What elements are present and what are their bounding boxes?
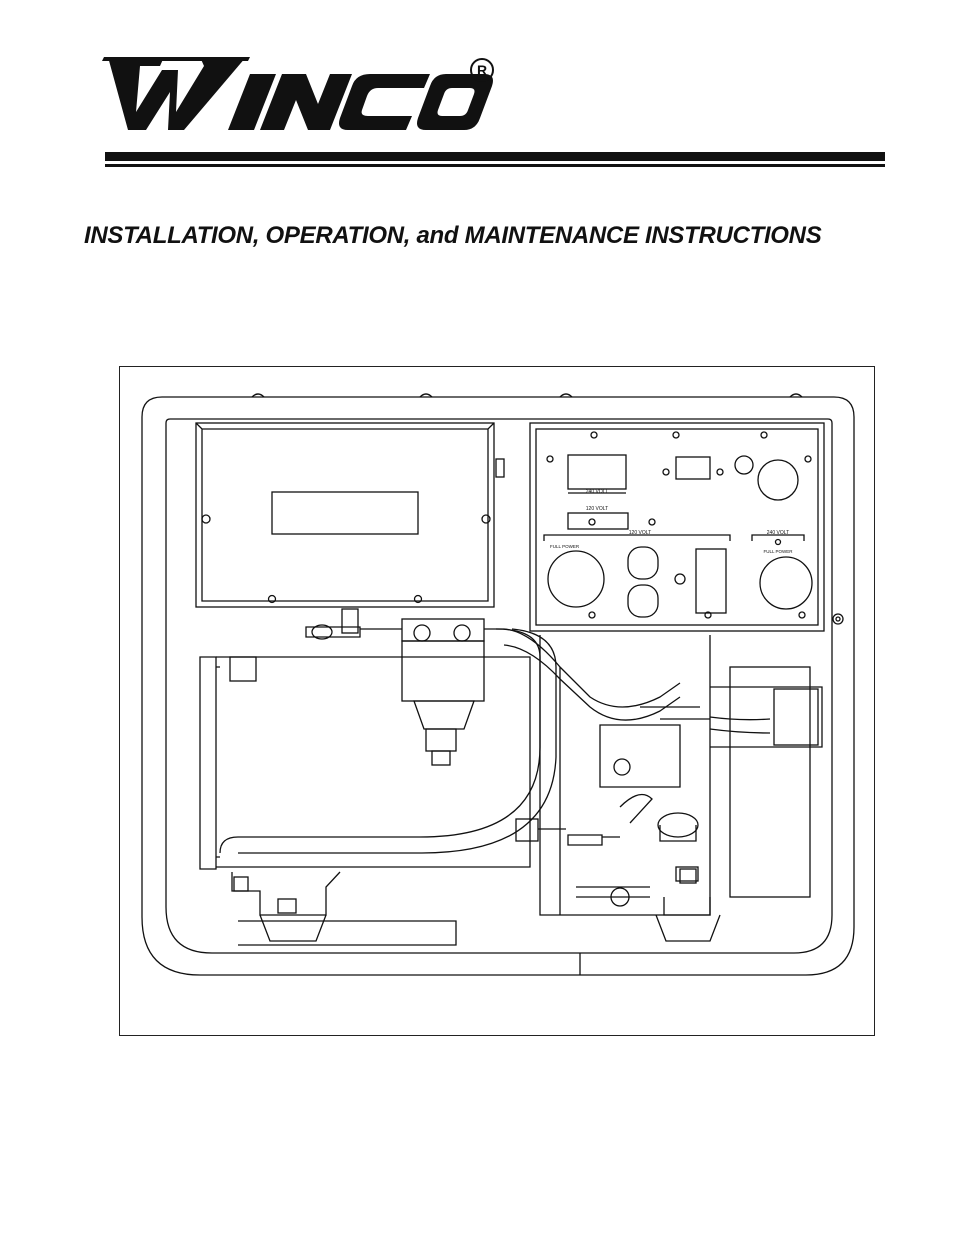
frame-tube-outer (141, 396, 855, 976)
document-title: INSTALLATION, OPERATION, and MAINTENANCE… (84, 222, 822, 249)
svg-text:240 VOLT: 240 VOLT (586, 489, 608, 495)
fuel-filter-assembly (305, 608, 504, 766)
full-power-outlet-120v (547, 550, 605, 608)
header-rule-thin (105, 164, 885, 167)
winco-logo: R (102, 57, 494, 130)
control-panel: 240 VOLT 120 VOLT 120 VOLT 240 VOLT FULL… (529, 422, 825, 632)
duplex-outlet-upper (627, 546, 659, 580)
control-box-label-plate (271, 491, 419, 535)
hour-meter (675, 456, 711, 480)
base-mounts (231, 866, 721, 946)
svg-text:FULL POWER: FULL POWER (763, 549, 793, 554)
generator-drawing: 240 VOLT 120 VOLT 120 VOLT 240 VOLT FULL… (141, 393, 855, 976)
svg-text:FULL POWER: FULL POWER (550, 544, 580, 549)
fuel-hose (219, 628, 541, 854)
svg-text:120 VOLT: 120 VOLT (586, 506, 608, 512)
meter-120v (567, 512, 629, 530)
meter-240v (567, 454, 627, 490)
control-box (195, 422, 495, 608)
svg-text:120 VOLT: 120 VOLT (629, 530, 651, 536)
frame-tube-inner (165, 418, 833, 954)
svg-text:R: R (477, 62, 487, 78)
svg-text:240 VOLT: 240 VOLT (767, 530, 789, 536)
battery-charge-outlet (757, 459, 799, 501)
header-rule-thick (105, 152, 885, 161)
registered-mark: R (470, 58, 494, 82)
engine-block (539, 635, 823, 916)
circuit-breaker-switch (695, 548, 727, 614)
breaker-knob (734, 455, 754, 475)
full-power-outlet-240v (759, 556, 813, 610)
winco-logo-wordmark (102, 57, 493, 130)
generator-illustration: 240 VOLT 120 VOLT 120 VOLT 240 VOLT FULL… (119, 366, 875, 1036)
fuel-tank (199, 656, 531, 870)
duplex-outlet-lower (627, 584, 659, 618)
spark-plug (515, 818, 620, 846)
